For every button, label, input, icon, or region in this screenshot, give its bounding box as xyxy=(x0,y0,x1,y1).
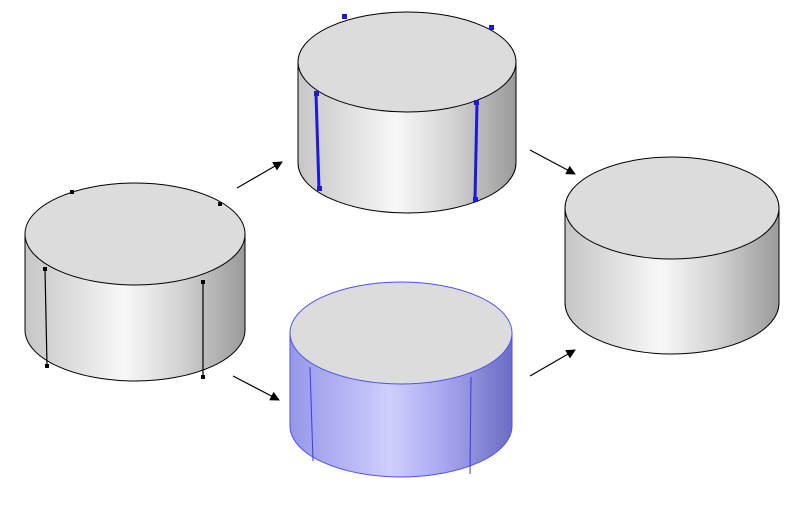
selected-seam-edge xyxy=(473,102,479,201)
arrow-to-edges-selected xyxy=(236,161,283,189)
vertex xyxy=(317,186,322,191)
seam-edge xyxy=(309,366,314,462)
cylinder-edges-selected xyxy=(297,11,517,214)
vertex xyxy=(473,197,478,202)
seam-edge xyxy=(469,376,472,475)
vertex xyxy=(43,267,47,271)
arrow-to-faces-selected xyxy=(232,375,280,401)
cylinder-faces-selected xyxy=(289,281,513,478)
arrows xyxy=(232,149,576,401)
vertex xyxy=(314,91,319,96)
vertices xyxy=(43,190,222,379)
vertex xyxy=(45,364,49,368)
cylinder-top-face xyxy=(24,182,246,286)
cylinder-top-face xyxy=(564,156,780,260)
vertex xyxy=(201,280,205,284)
arrow-to-result-from-edges xyxy=(529,149,576,175)
vertex xyxy=(342,14,347,19)
cylinder-original xyxy=(24,182,246,382)
selected-seam-edge xyxy=(314,93,321,190)
cylinder-top-face xyxy=(297,11,517,113)
vertex xyxy=(218,202,222,206)
cylinder-result xyxy=(564,156,780,355)
arrow-to-result-from-faces xyxy=(529,349,576,377)
cylinder-top-face xyxy=(289,281,513,385)
vertex xyxy=(474,100,479,105)
vertex xyxy=(70,190,74,194)
vertex xyxy=(201,375,205,379)
seam-edge xyxy=(44,268,48,367)
vertices xyxy=(314,14,494,202)
vertex xyxy=(489,25,494,30)
